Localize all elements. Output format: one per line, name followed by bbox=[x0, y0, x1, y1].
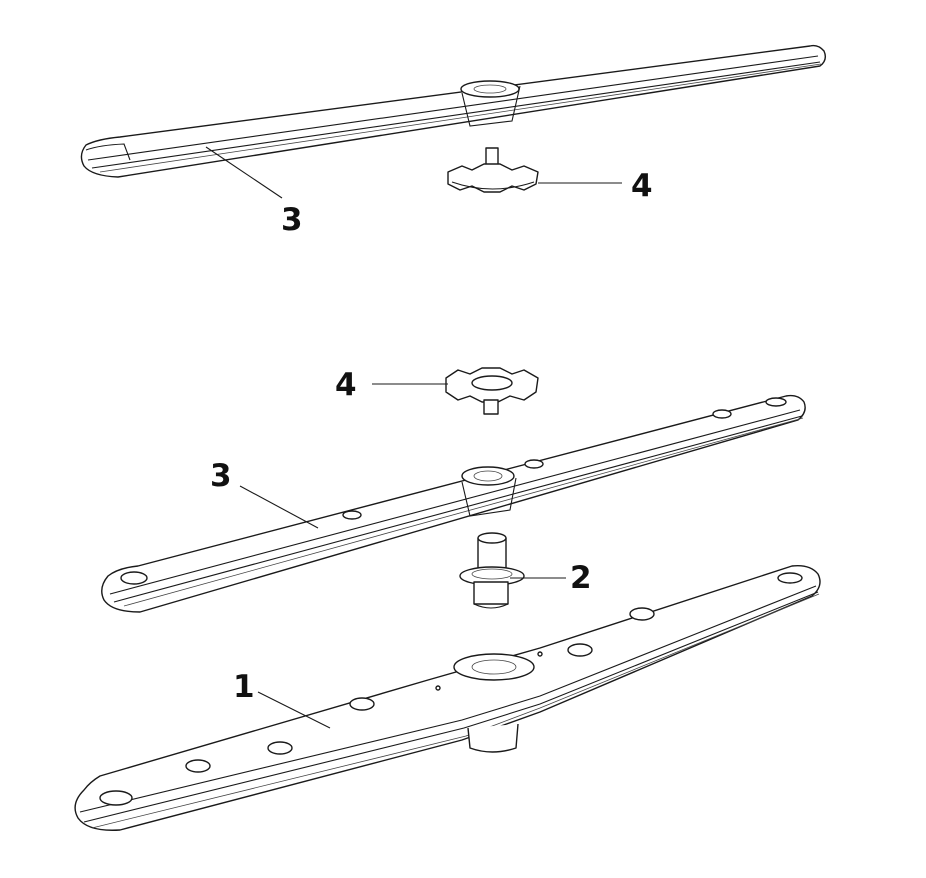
callout-labels: 3 4 4 3 2 1 bbox=[210, 168, 653, 705]
leader-lines bbox=[205, 146, 622, 729]
upper-nut-top bbox=[447, 147, 539, 193]
lower-spray-arm bbox=[74, 564, 821, 831]
callout-1: 1 bbox=[233, 669, 255, 705]
upper-nut-middle bbox=[445, 367, 539, 415]
callout-3-middle: 3 bbox=[210, 458, 232, 494]
leader-1 bbox=[257, 691, 331, 729]
callout-4-top: 4 bbox=[631, 168, 653, 204]
upper-spray-arm-middle bbox=[101, 394, 806, 613]
callout-2: 2 bbox=[570, 560, 592, 596]
leader-3-top bbox=[205, 146, 283, 199]
callout-3-top: 3 bbox=[281, 202, 303, 238]
leader-3-middle bbox=[239, 485, 319, 529]
hub-bearing bbox=[459, 532, 525, 609]
callout-4-middle: 4 bbox=[335, 367, 357, 403]
upper-spray-arm-top bbox=[80, 44, 827, 178]
